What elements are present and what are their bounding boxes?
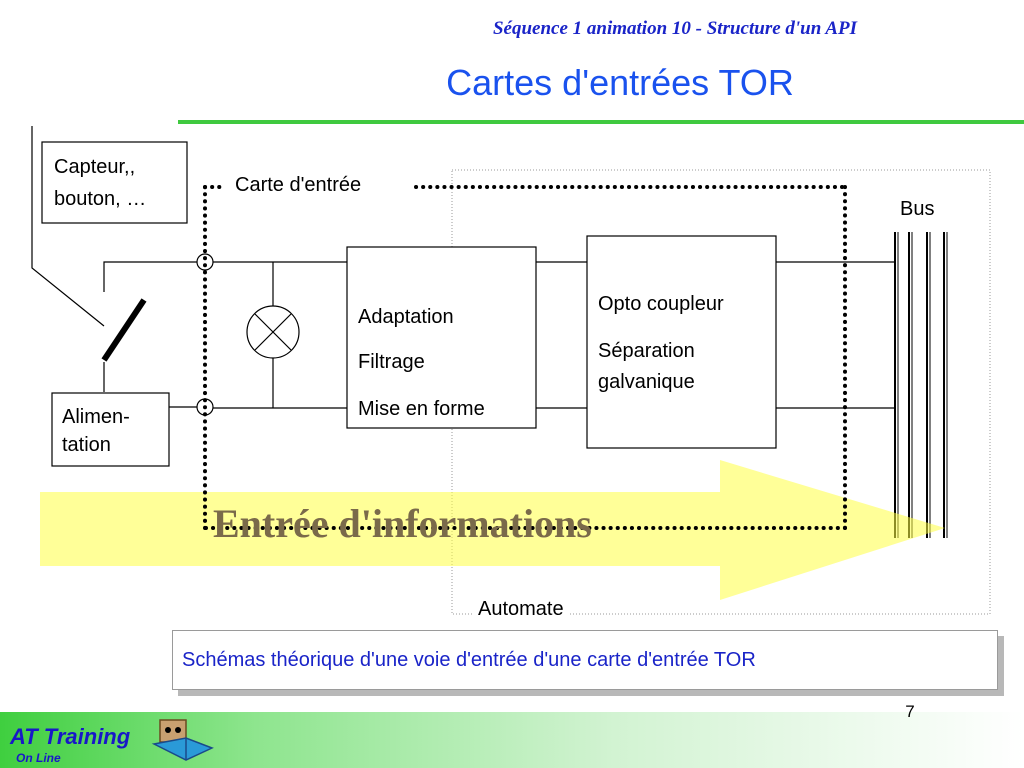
header-subtitle: Séquence 1 animation 10 - Structure d'un… [492, 18, 858, 39]
bus-label: Bus [900, 198, 935, 220]
sensor-label-line1: Capteur,, [54, 156, 136, 178]
wire-sensor-lead [31, 126, 105, 327]
plc-label: Automate [472, 596, 570, 622]
wires [31, 126, 895, 409]
information-input-arrow [40, 460, 945, 600]
isolation-label-line1: Séparation [598, 340, 695, 362]
bus-lines [894, 232, 948, 538]
input-card-frame [203, 185, 847, 530]
logo-text: AT Training [10, 724, 131, 749]
sensor-label-line2: bouton, … [54, 188, 147, 210]
opto-box [586, 235, 777, 449]
sensor-box [41, 141, 188, 224]
switch-contact [101, 298, 147, 362]
opto-label: Opto coupleur [598, 293, 724, 315]
adaptation-box [346, 246, 537, 429]
caption-box [172, 630, 998, 690]
filtering-label: Filtrage [358, 351, 425, 373]
logo-subtext: On Line [16, 751, 61, 765]
adaptation-label: Adaptation [358, 306, 454, 328]
page-number: 7 [905, 702, 915, 721]
plc-frame [451, 169, 991, 615]
title-divider [178, 120, 1024, 124]
wire-top-left [103, 261, 197, 292]
isolation-label-line2: galvanique [598, 371, 695, 393]
page-title: Cartes d'entrées TOR [446, 62, 794, 103]
card-label: Carte d'entrée [229, 172, 368, 198]
power-box [51, 392, 170, 467]
power-label-line1: Alimen- [62, 406, 130, 428]
arrow-caption: Entrée d'informations [213, 501, 592, 546]
indicator-lamp-icon [246, 305, 300, 359]
caption-text: Schémas théorique d'une voie d'entrée d'… [182, 649, 756, 671]
shaping-label: Mise en forme [358, 398, 485, 420]
mascot-icon [151, 719, 214, 761]
power-label-line2: tation [62, 434, 111, 456]
terminal-top [196, 253, 214, 271]
